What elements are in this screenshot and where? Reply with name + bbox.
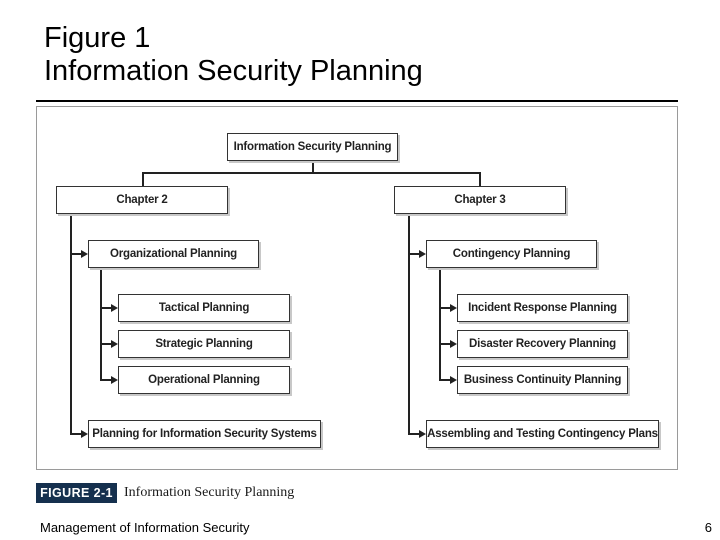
left-arrow-line-final (70, 433, 82, 435)
left-arrow-line-item2 (100, 343, 112, 345)
left-sub-spine (100, 268, 102, 380)
figure-badge: FIGURE 2-1 (36, 483, 117, 503)
left-final-node: Planning for Information Security System… (88, 420, 321, 448)
arrow-icon (111, 376, 118, 384)
arrow-icon (419, 430, 426, 438)
slide-title-line1: Figure 1 (44, 22, 151, 54)
right-branch-drop (479, 172, 481, 186)
arrow-icon (81, 250, 88, 258)
right-final-node: Assembling and Testing Contingency Plans (426, 420, 659, 448)
left-chapter-node: Chapter 2 (56, 186, 228, 214)
root-node: Information Security Planning (227, 133, 398, 161)
right-chapter-node: Chapter 3 (394, 186, 566, 214)
right-arrow-line-item3 (439, 379, 451, 381)
title-divider (36, 100, 678, 102)
arrow-icon (81, 430, 88, 438)
diagram-frame (36, 106, 678, 470)
left-arrow-line-item3 (100, 379, 112, 381)
arrow-icon (450, 304, 457, 312)
arrow-icon (419, 250, 426, 258)
right-item-node: Business Continuity Planning (457, 366, 628, 394)
footer-course-title: Management of Information Security (40, 520, 250, 535)
branch-horizontal (142, 172, 481, 174)
arrow-icon (111, 304, 118, 312)
right-arrow-line-item1 (439, 307, 451, 309)
root-connector (312, 161, 314, 173)
right-sub-spine (439, 268, 441, 380)
left-group-node: Organizational Planning (88, 240, 259, 268)
arrow-icon (111, 340, 118, 348)
slide-title: Figure 1 Information Security Planning (44, 22, 423, 88)
left-item-node: Tactical Planning (118, 294, 290, 322)
figure-caption: Information Security Planning (124, 485, 295, 500)
right-arrow-line-final (408, 433, 420, 435)
right-spine (408, 214, 410, 434)
left-spine (70, 214, 72, 434)
right-arrow-line-group (408, 253, 420, 255)
right-group-node: Contingency Planning (426, 240, 597, 268)
right-arrow-line-item2 (439, 343, 451, 345)
slide-title-line2: Information Security Planning (44, 55, 423, 87)
right-item-node: Incident Response Planning (457, 294, 628, 322)
left-arrow-line-item1 (100, 307, 112, 309)
left-item-node: Operational Planning (118, 366, 290, 394)
right-item-node: Disaster Recovery Planning (457, 330, 628, 358)
page-number: 6 (704, 520, 712, 535)
left-branch-drop (142, 172, 144, 186)
arrow-icon (450, 340, 457, 348)
arrow-icon (450, 376, 457, 384)
left-item-node: Strategic Planning (118, 330, 290, 358)
left-arrow-line-group (70, 253, 82, 255)
